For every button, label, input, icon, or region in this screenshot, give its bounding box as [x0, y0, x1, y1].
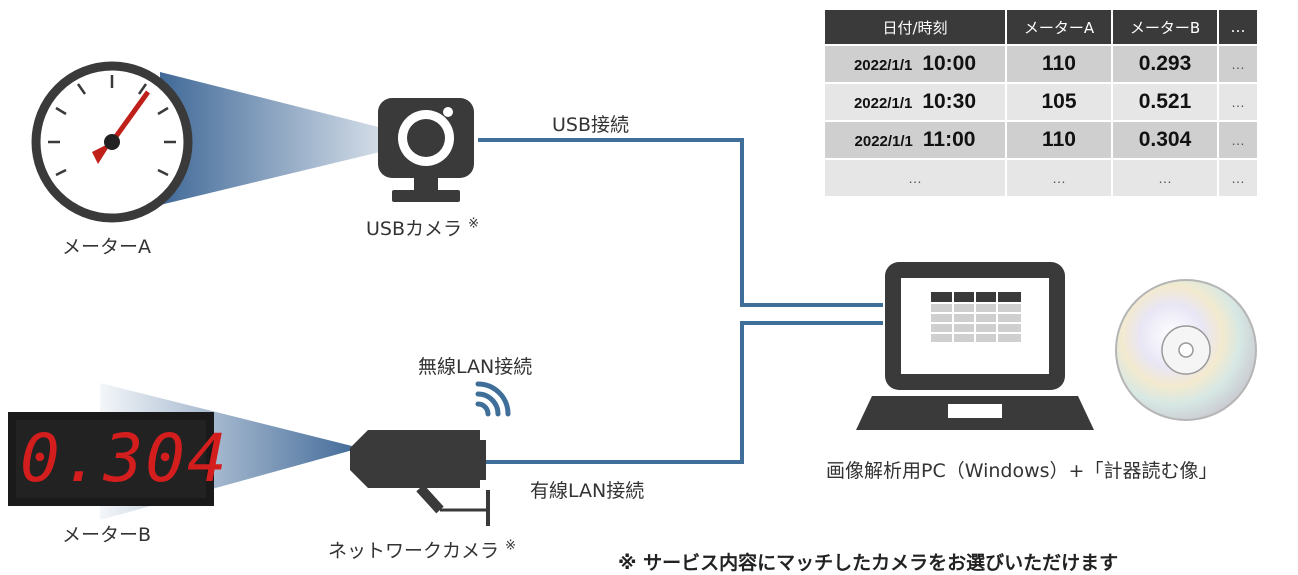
- wired-lan-label: 有線LAN接続: [530, 480, 645, 502]
- meter-b-cell: 0.304: [1113, 122, 1217, 158]
- ellipsis-cell: …: [825, 160, 1005, 196]
- table-row: 2022/1/1 10:30 105 0.521 …: [825, 84, 1257, 120]
- network-camera-note-mark: ※: [505, 538, 516, 554]
- usb-connection-line: [478, 138, 883, 307]
- date-text: 2022/1/1: [853, 95, 913, 112]
- network-camera-label: ネットワークカメラ ※: [328, 536, 516, 563]
- disc-icon: [1115, 279, 1257, 421]
- wireless-lan-label: 無線LAN接続: [418, 356, 533, 378]
- data-table: 日付/時刻 メーターA メーターB … 2022/1/1 10:00 110 0.…: [823, 8, 1259, 198]
- meter-b-label: メーターB: [62, 524, 152, 546]
- more-cell: …: [1219, 84, 1257, 120]
- usb-camera-icon: [378, 98, 474, 202]
- wifi-icon: [475, 381, 511, 417]
- meter-b-led-display: 0.304: [20, 420, 229, 497]
- column-header: …: [1219, 10, 1257, 44]
- ellipsis-cell: …: [1007, 160, 1111, 196]
- meter-a-cell: 105: [1007, 84, 1111, 120]
- date-text: 2022/1/1: [854, 133, 913, 150]
- more-cell: …: [1219, 122, 1257, 158]
- column-header: 日付/時刻: [825, 10, 1005, 44]
- date-text: 2022/1/1: [853, 57, 913, 74]
- datetime-cell: 2022/1/1 10:30: [825, 84, 1005, 120]
- wired-lan-connection-line: [484, 321, 883, 464]
- table-row: 2022/1/1 11:00 110 0.304 …: [825, 122, 1257, 158]
- usb-camera-note-mark: ※: [468, 216, 479, 232]
- usb-camera-name: USBカメラ: [366, 218, 463, 240]
- analog-gauge-icon: [31, 61, 193, 223]
- usb-camera-label: USBカメラ ※: [366, 214, 479, 241]
- time-text: 10:30: [922, 90, 977, 113]
- usb-camera-view-beam: [160, 72, 430, 205]
- datetime-cell: 2022/1/1 11:00: [825, 122, 1005, 158]
- meter-a-cell: 110: [1007, 122, 1111, 158]
- ellipsis-cell: …: [1113, 160, 1217, 196]
- time-text: 10:00: [922, 52, 977, 75]
- meter-b-cell: 0.521: [1113, 84, 1217, 120]
- time-text: 11:00: [922, 128, 976, 151]
- network-camera-name: ネットワークカメラ: [328, 540, 500, 562]
- meter-a-label: メーターA: [62, 236, 151, 258]
- more-cell: …: [1219, 46, 1257, 82]
- network-camera-icon: [350, 430, 490, 526]
- digital-meter-icon: [8, 412, 214, 506]
- pc-label: 画像解析用PC（Windows）+「計器読む像」: [826, 460, 1218, 482]
- laptop-pc-icon: [856, 262, 1094, 430]
- column-header: メーターA: [1007, 10, 1111, 44]
- footnote: ※ サービス内容にマッチしたカメラをお選びいただけます: [618, 552, 1119, 574]
- column-header: メーターB: [1113, 10, 1217, 44]
- ellipsis-cell: …: [1219, 160, 1257, 196]
- datetime-cell: 2022/1/1 10:00: [825, 46, 1005, 82]
- meter-b-cell: 0.293: [1113, 46, 1217, 82]
- usb-connection-label: USB接続: [552, 114, 630, 136]
- table-header-row: 日付/時刻 メーターA メーターB …: [825, 10, 1257, 44]
- table-row: 2022/1/1 10:00 110 0.293 …: [825, 46, 1257, 82]
- meter-a-cell: 110: [1007, 46, 1111, 82]
- table-row: … … … …: [825, 160, 1257, 196]
